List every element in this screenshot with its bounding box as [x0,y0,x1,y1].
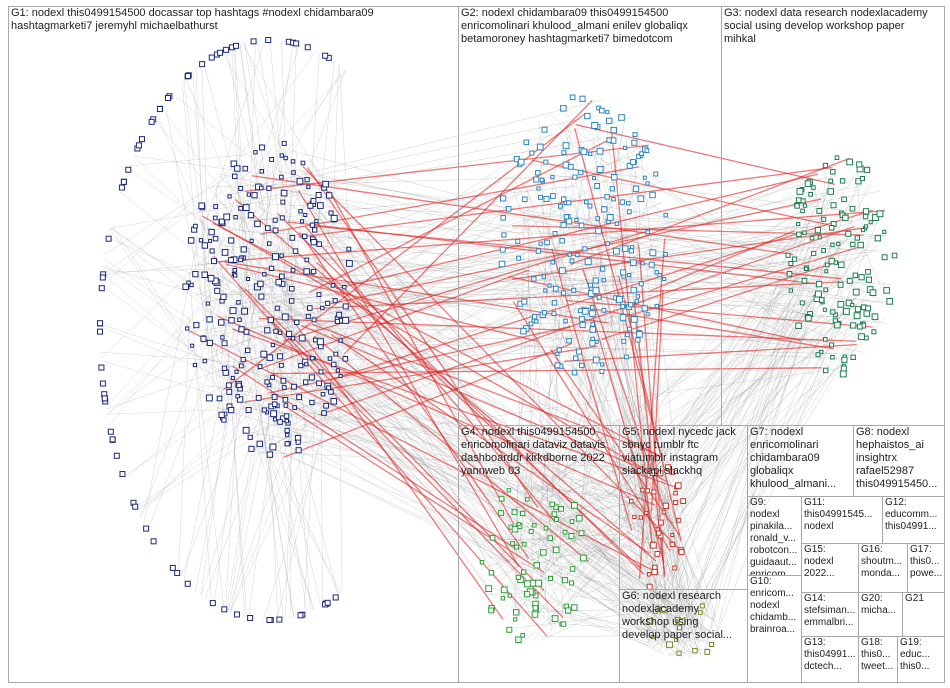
group-label-g8: G8: nodexl hephaistos_ai insightrx rafae… [856,426,942,491]
group-box-g12: G12: educomm... this04991... [882,496,945,544]
group-label-g1: G1: nodexl this0499154500 docassar top h… [11,7,456,33]
group-label-g13: G13: this04991... dctech... [804,637,856,673]
group-box-g15: G15: nodexl 2022... [801,543,859,593]
group-label-g17: G17: this0... powe... [910,544,942,580]
group-box-g6: G6: nodexl research nodexlacademy worksh… [619,589,748,683]
group-label-g11: G11: this04991545... nodexl [804,497,880,533]
group-label-g6: G6: nodexl research nodexlacademy worksh… [622,590,745,642]
group-box-g4: G4: nodexl this0499154500 enricomolinari… [458,425,620,683]
group-box-g21: G21 [902,592,945,637]
group-box-g14: G14: stefsiman... emmalbri... [801,592,859,637]
group-label-g15: G15: nodexl 2022... [804,544,856,580]
group-box-g5: G5: nodexl nycedc jack sbnyc tumblr ftc … [619,425,748,590]
group-label-g16: G16: shoutm... monda... [861,544,905,580]
group-box-g17: G17: this0... powe... [907,543,945,593]
group-label-g3: G3: nodexl data research nodexlacademy s… [724,7,942,46]
group-box-g16: G16: shoutm... monda... [858,543,908,593]
group-box-g18: G18: this0... tweet... [858,636,898,683]
group-label-g9: G9: nodexl pinakila... ronald_v... robot… [750,497,799,576]
group-box-g8: G8: nodexl hephaistos_ai insightrx rafae… [853,425,945,497]
group-box-g13: G13: this04991... dctech... [801,636,859,683]
group-label-g5: G5: nodexl nycedc jack sbnyc tumblr ftc … [622,426,745,478]
group-box-g11: G11: this04991545... nodexl [801,496,883,544]
group-label-g14: G14: stefsiman... emmalbri... [804,593,856,629]
group-label-g18: G18: this0... tweet... [861,637,895,673]
group-label-g20: G20: micha... [861,593,900,617]
group-label-g10: G10: enricom... nodexl chidamb... brainr… [750,576,799,636]
group-box-g1: G1: nodexl this0499154500 docassar top h… [8,6,459,683]
group-label-g7: G7: nodexl enricomolinari chidambara09 g… [750,426,851,491]
group-box-g19: G19: educ... this0... [897,636,945,683]
group-box-g9: G9: nodexl pinakila... ronald_v... robot… [747,496,802,576]
group-label-g2: G2: nodexl chidambara09 this0499154500 e… [461,7,719,46]
group-label-g21: G21 [905,593,942,605]
group-label-g4: G4: nodexl this0499154500 enricomolinari… [461,426,617,478]
group-box-g7: G7: nodexl enricomolinari chidambara09 g… [747,425,854,497]
group-label-g12: G12: educomm... this04991... [885,497,942,533]
group-box-g3: G3: nodexl data research nodexlacademy s… [721,6,945,426]
group-label-g19: G19: educ... this0... [900,637,942,673]
group-box-g2: G2: nodexl chidambara09 this0499154500 e… [458,6,722,426]
group-box-g10: G10: enricom... nodexl chidamb... brainr… [747,575,802,683]
group-box-g20: G20: micha... [858,592,903,637]
